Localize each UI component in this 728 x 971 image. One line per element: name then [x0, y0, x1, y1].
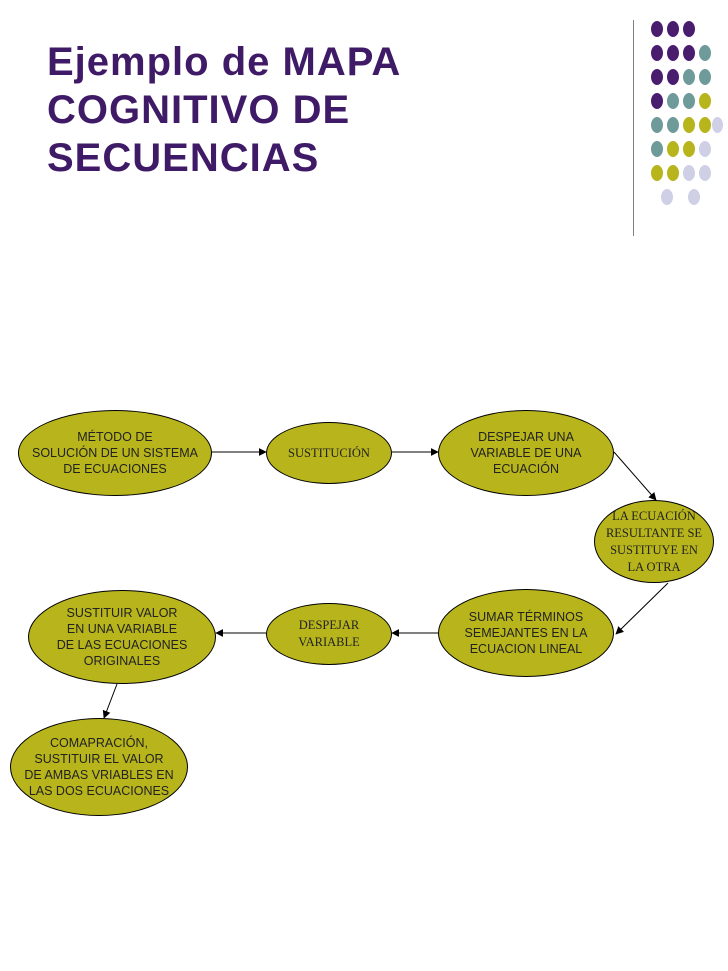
- decor-dot: [699, 93, 711, 109]
- title-line-3: SECUENCIAS: [47, 136, 320, 180]
- decor-dot: [699, 117, 711, 133]
- node-sustituir-valor-line-2: EN UNA VARIABLE: [66, 622, 178, 636]
- node-sustituir-valor-line-1: SUSTITUIR VALOR: [66, 606, 178, 620]
- node-comparacion-line-4: LAS DOS ECUACIONES: [28, 784, 170, 798]
- node-ecuacion-resultante-line-4: LA OTRA: [627, 559, 681, 574]
- decor-dot: [667, 93, 679, 109]
- decor-dot: [683, 141, 695, 157]
- node-despejar-variable: DESPEJAR VARIABLE: [266, 603, 392, 665]
- node-sustitucion: SUSTITUCIÓN: [266, 422, 392, 484]
- node-sumar-terminos: SUMAR TÉRMINOS SEMEJANTES EN LA ECUACION…: [438, 589, 614, 677]
- decor-dot: [651, 45, 663, 61]
- node-ecuacion-resultante-line-1: LA ECUACIÓN: [612, 508, 696, 523]
- node-despejar-una-line-1: DESPEJAR UNA: [478, 430, 574, 444]
- decor-dot: [683, 165, 695, 181]
- decor-dot: [667, 165, 679, 181]
- decor-dot: [651, 117, 663, 133]
- decor-dot: [683, 117, 695, 133]
- node-comparacion-line-1: COMAPRACIÓN,: [50, 736, 148, 750]
- decor-dot: [699, 45, 711, 61]
- decor-dot: [667, 21, 679, 37]
- node-despejar-variable-line-1: DESPEJAR: [298, 618, 360, 632]
- decor-dot: [699, 165, 711, 181]
- node-sumar-terminos-line-3: ECUACION LINEAL: [469, 642, 583, 656]
- node-despejar-una-variable: DESPEJAR UNA VARIABLE DE UNA ECUACIÓN: [438, 410, 614, 496]
- decor-dot: [651, 21, 663, 37]
- decor-dot: [699, 69, 711, 85]
- node-comparacion: COMAPRACIÓN, SUSTITUIR EL VALOR DE AMBAS…: [10, 718, 188, 816]
- arrow-sustituir-valor-to-comparacion: [102, 683, 118, 719]
- decor-dot: [667, 69, 679, 85]
- title-line-1: Ejemplo de MAPA: [47, 40, 402, 84]
- title-line-2: COGNITIVO DE: [47, 88, 351, 132]
- node-ecuacion-resultante-line-3: SUSTITUYE EN: [610, 542, 698, 557]
- node-sustitucion-line-1: SUSTITUCIÓN: [288, 445, 370, 460]
- node-metodo-line-1: MÉTODO DE: [77, 430, 153, 444]
- node-despejar-variable-line-2: VARIABLE: [298, 635, 360, 649]
- decor-dot: [651, 69, 663, 85]
- arrow-ecuacion-resultante-to-sumar-terminos: [615, 582, 669, 635]
- node-despejar-una-line-3: ECUACIÓN: [493, 462, 559, 476]
- node-comparacion-line-3: DE AMBAS VRIABLES EN: [24, 768, 174, 782]
- decor-dot: [683, 93, 695, 109]
- node-ecuacion-resultante-line-2: RESULTANTE SE: [605, 525, 703, 540]
- decor-dot: [712, 117, 723, 133]
- decor-dot: [667, 117, 679, 133]
- decor-dot: [661, 189, 673, 205]
- decor-dot: [699, 141, 711, 157]
- node-sumar-terminos-line-1: SUMAR TÉRMINOS: [468, 610, 584, 624]
- node-sustituir-valor-line-4: ORIGINALES: [83, 654, 161, 668]
- decor-dot: [651, 141, 663, 157]
- slide-title: Ejemplo de MAPA COGNITIVO DE SECUENCIAS: [47, 38, 607, 182]
- node-comparacion-line-2: SUSTITUIR EL VALOR: [34, 752, 164, 766]
- node-metodo-de-solucion: MÉTODO DE SOLUCIÓN DE UN SISTEMA DE ECUA…: [18, 410, 212, 496]
- decor-dot: [667, 141, 679, 157]
- decor-dot: [667, 45, 679, 61]
- decor-dot: [683, 45, 695, 61]
- node-ecuacion-resultante: LA ECUACIÓN RESULTANTE SE SUSTITUYE EN L…: [594, 500, 714, 583]
- node-sustituir-valor: SUSTITUIR VALOR EN UNA VARIABLE DE LAS E…: [28, 590, 216, 684]
- node-metodo-line-2: SOLUCIÓN DE UN SISTEMA: [32, 446, 198, 460]
- decor-dot: [683, 69, 695, 85]
- decor-dot: [651, 165, 663, 181]
- decor-dot: [683, 21, 695, 37]
- node-sustituir-valor-line-3: DE LAS ECUACIONES: [56, 638, 188, 652]
- arrow-despejar-una-to-ecuacion-resultante: [613, 451, 657, 501]
- decor-dot: [651, 93, 663, 109]
- node-sumar-terminos-line-2: SEMEJANTES EN LA: [464, 626, 588, 640]
- decor-dot: [688, 189, 700, 205]
- decorative-dot-grid: [0, 0, 728, 240]
- title-divider-line: [633, 20, 634, 236]
- node-metodo-line-3: DE ECUACIONES: [63, 462, 167, 476]
- node-despejar-una-line-2: VARIABLE DE UNA: [470, 446, 582, 460]
